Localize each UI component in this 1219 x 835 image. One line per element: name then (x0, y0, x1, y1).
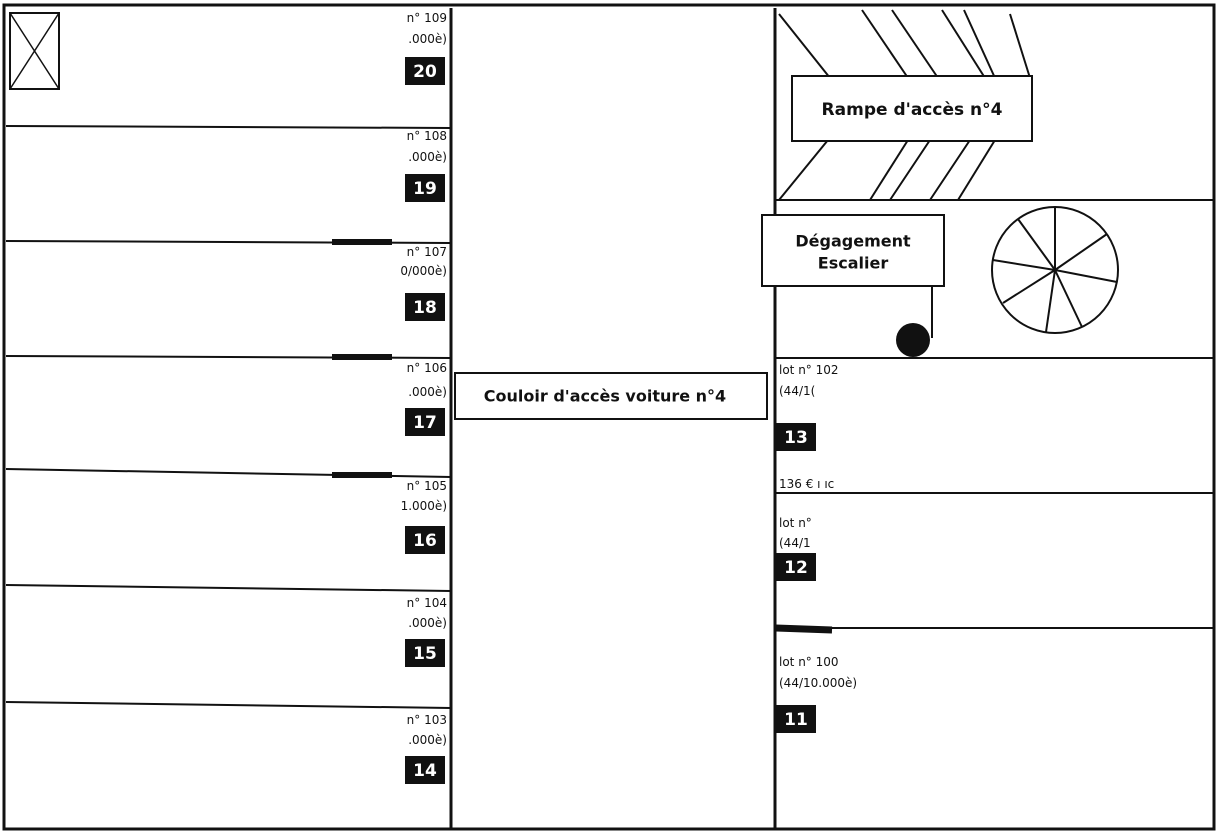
right-space-13-lot: lot n° 102 (779, 363, 839, 377)
left-space-18-badge (405, 293, 445, 321)
ramp-label-box: Rampe d'accès n°4 (791, 75, 1033, 142)
right-space-dividers (775, 199, 1214, 634)
left-space-20-badge (405, 57, 445, 85)
left-space-19-lot: n° 108 (407, 129, 447, 143)
stair-label-line1: Dégagement (795, 232, 911, 251)
right-space-11-badge (776, 705, 816, 733)
left-space-16-lot: n° 105 (407, 479, 447, 493)
crossed-box-icon (9, 12, 60, 90)
right-space-12: lot n° (44/1 12 (776, 516, 816, 581)
corridor-label-box: Couloir d'accès voiture n°4 (454, 372, 768, 420)
left-space-14: n° 103 .000è) 14 (405, 713, 447, 784)
right-space-11: lot n° 100 (44/10.000è) 11 (776, 655, 857, 733)
left-space-18-number: 18 (413, 298, 437, 318)
left-space-15-lot: n° 104 (407, 596, 447, 610)
left-space-15-share: .000è) (408, 616, 447, 630)
left-space-18-lot: n° 107 (407, 245, 447, 259)
left-space-17: n° 106 .000è) 17 (405, 361, 447, 436)
left-space-16-number: 16 (413, 531, 437, 551)
left-space-15-badge (405, 639, 445, 667)
left-space-14-number: 14 (413, 761, 437, 781)
left-space-20-number: 20 (413, 62, 437, 82)
left-space-20-share: .000è) (408, 32, 447, 46)
left-space-19-badge (405, 174, 445, 202)
left-space-19-number: 19 (413, 179, 437, 199)
left-space-16-share: 1.000è) (401, 499, 447, 513)
left-space-14-badge (405, 756, 445, 784)
right-space-12-number: 12 (784, 558, 808, 578)
left-space-14-lot: n° 103 (407, 713, 447, 727)
ramp-label: Rampe d'accès n°4 (822, 100, 1003, 120)
left-space-15: n° 104 .000è) 15 (405, 596, 447, 667)
right-space-13-share: (44/1( (779, 384, 815, 398)
left-space-19-share: .000è) (408, 150, 447, 164)
right-space-12-lot: lot n° (779, 516, 812, 530)
left-space-15-number: 15 (413, 644, 437, 664)
left-space-18-share: 0/000è) (400, 264, 447, 278)
column-dot-icon (896, 323, 930, 357)
left-space-17-badge (405, 408, 445, 436)
right-space-11-number: 11 (784, 710, 808, 730)
left-space-16-badge (405, 526, 445, 554)
left-space-19: n° 108 .000è) 19 (405, 129, 447, 202)
left-space-14-share: .000è) (408, 733, 447, 747)
left-space-20-lot: n° 109 (407, 11, 447, 25)
left-space-17-lot: n° 106 (407, 361, 447, 375)
right-space-13-number: 13 (784, 428, 808, 448)
right-partial-text: 136 € ı ıc (779, 477, 834, 491)
right-space-11-lot: lot n° 100 (779, 655, 839, 669)
left-space-16: n° 105 1.000è) 16 (401, 479, 447, 554)
right-space-13-badge (776, 423, 816, 451)
plan-outer-border (2, 3, 1216, 831)
left-space-20: n° 109 .000è) 20 (405, 11, 447, 85)
left-space-17-number: 17 (413, 413, 437, 433)
right-space-12-share: (44/1 (779, 536, 811, 550)
left-space-17-share: .000è) (408, 385, 447, 399)
spiral-staircase-icon (991, 206, 1119, 334)
right-space-12-badge (776, 553, 816, 581)
right-space-11-share: (44/10.000è) (779, 676, 857, 690)
left-space-18: n° 107 0/000è) 18 (400, 245, 447, 321)
right-space-13: lot n° 102 (44/1( 13 (776, 363, 839, 451)
ramp-hatching (778, 9, 1031, 201)
left-space-dividers (5, 125, 452, 709)
corridor-label: Couloir d'accès voiture n°4 (484, 387, 726, 406)
stair-label-box: Dégagement Escalier (761, 214, 945, 338)
stair-label-line2: Escalier (818, 254, 889, 273)
